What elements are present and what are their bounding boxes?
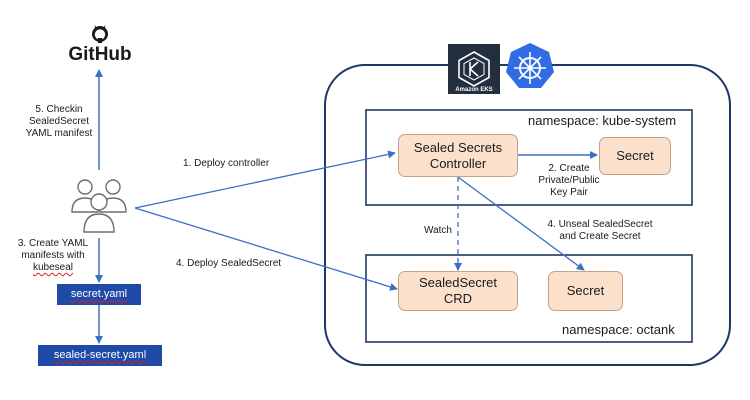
kubernetes-helm-icon bbox=[506, 43, 554, 88]
sealed-secrets-controller-node: Sealed Secrets Controller bbox=[398, 134, 518, 177]
controller-label-line2: Controller bbox=[429, 155, 487, 171]
watch-label: Watch bbox=[424, 225, 452, 236]
namespace-kube-system-box bbox=[365, 109, 693, 206]
controller-label-line1: Sealed Secrets bbox=[413, 139, 503, 155]
github-label: GitHub bbox=[68, 44, 132, 65]
secret-node-kube-system: Secret bbox=[599, 137, 671, 175]
amazon-eks-icon bbox=[448, 44, 500, 94]
step-5-checkin-label: 5. Checkin SealedSecret YAML manifest bbox=[25, 104, 93, 139]
step-4-unseal-label: 4. Unseal SealedSecret and Create Secret bbox=[547, 219, 653, 242]
step-1-deploy-controller-label: 1. Deploy controller bbox=[183, 158, 270, 169]
secret-bottom-label: Secret bbox=[566, 283, 605, 298]
namespace-octank-box bbox=[365, 254, 693, 343]
sealed-secret-yaml-file: sealed-secret.yaml bbox=[38, 345, 162, 366]
secret-yaml-file: secret.yaml bbox=[57, 284, 141, 305]
secret-node-octank: Secret bbox=[548, 271, 623, 311]
namespace-kube-system-label: namespace: kube-system bbox=[528, 113, 677, 128]
arrow-unseal bbox=[457, 176, 585, 271]
secret-top-label: Secret bbox=[616, 148, 654, 163]
amazon-eks-label: Amazon EKS bbox=[455, 87, 493, 93]
crd-label-line2: CRD bbox=[443, 291, 473, 306]
users-group-icon bbox=[71, 179, 127, 233]
namespace-octank-label: namespace: octank bbox=[562, 322, 675, 337]
step-2-create-keypair-label: 2. Create Private/Public Key Pair bbox=[538, 163, 600, 198]
arrow-deploy-sealedsecret bbox=[134, 207, 398, 291]
sealedsecret-crd-node: SealedSecret CRD bbox=[398, 271, 518, 311]
step-3-create-yaml-label: 3. Create YAML manifests with kubeseal bbox=[17, 238, 89, 273]
github-octocat-icon bbox=[92, 25, 108, 43]
arrow-deploy-controller bbox=[134, 150, 396, 209]
crd-label-line1: SealedSecret bbox=[418, 275, 498, 290]
step-4-deploy-sealedsecret-label: 4. Deploy SealedSecret bbox=[176, 258, 282, 269]
